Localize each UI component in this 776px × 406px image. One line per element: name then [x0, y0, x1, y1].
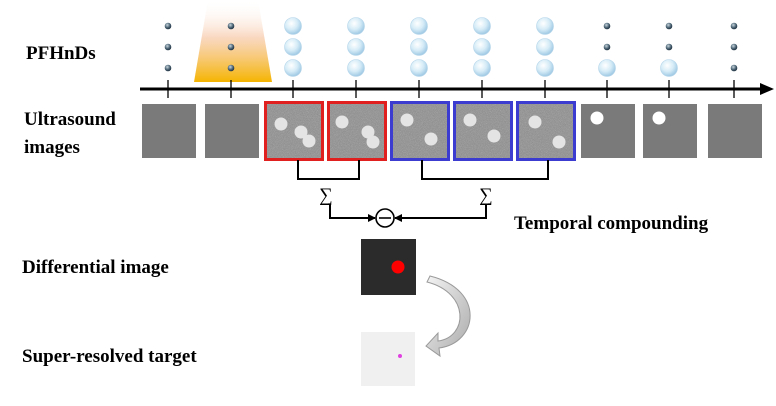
ultrasound-label-line2: images	[24, 137, 80, 158]
blue-group-bracket	[421, 160, 549, 180]
bubble-spot	[400, 113, 414, 127]
sum-left-symbol: ∑	[319, 185, 333, 206]
droplet-icon	[227, 43, 235, 51]
activation-beam	[194, 0, 272, 82]
super-resolved-image	[361, 332, 415, 386]
red-group-bracket	[297, 160, 360, 180]
pfhnds-label: PFHnDs	[26, 43, 96, 64]
bubble-spot	[274, 117, 288, 131]
bubble-spot	[552, 135, 566, 149]
bubble-icon	[410, 38, 428, 56]
curved-arrow-icon	[425, 275, 471, 358]
droplet-icon	[227, 22, 235, 30]
droplet-icon	[665, 22, 673, 30]
bubble-spot	[335, 115, 349, 129]
bubble-icon	[410, 17, 428, 35]
bubble-icon	[284, 17, 302, 35]
super-resolved-target-label: Super-resolved target	[22, 346, 197, 367]
bubble-icon	[284, 59, 302, 77]
ultrasound-frame	[643, 104, 697, 158]
timeline-arrow-head	[760, 83, 774, 95]
ultrasound-frame	[390, 101, 450, 161]
right-compound-arrow	[394, 204, 487, 222]
ultrasound-frame	[516, 101, 576, 161]
droplet-icon	[730, 64, 738, 72]
differential-dot	[391, 260, 405, 274]
bubble-icon	[536, 17, 554, 35]
bubble-icon	[473, 38, 491, 56]
droplet-icon	[603, 22, 611, 30]
bubble-spot	[463, 113, 477, 127]
bubble-icon	[410, 59, 428, 77]
bubble-spot	[361, 125, 375, 139]
timeline-ticks	[167, 80, 735, 98]
bubble-icon	[284, 38, 302, 56]
minus-circle-icon	[375, 208, 395, 228]
droplet-icon	[603, 43, 611, 51]
group-border	[453, 101, 513, 161]
ultrasound-frame	[327, 101, 387, 161]
bubble-spot	[528, 115, 542, 129]
sum-right-symbol: ∑	[479, 185, 493, 206]
droplet-icon	[730, 43, 738, 51]
droplet-icon	[164, 43, 172, 51]
ultrasound-frame	[708, 104, 762, 158]
bubble-icon	[598, 59, 616, 77]
bubble-icon	[536, 38, 554, 56]
group-border	[390, 101, 450, 161]
differential-image-label: Differential image	[22, 257, 169, 278]
droplet-icon	[227, 64, 235, 72]
bubble-spot	[424, 132, 438, 146]
ultrasound-frame	[264, 101, 324, 161]
ultrasound-frames	[142, 101, 762, 161]
bubble-icon	[536, 59, 554, 77]
bubble-icon	[660, 59, 678, 77]
ultrasound-frame	[581, 104, 635, 158]
group-border	[264, 101, 324, 161]
bubble-spot	[652, 111, 666, 125]
bubble-icon	[473, 17, 491, 35]
particle-column	[164, 17, 738, 77]
bubble-icon	[347, 17, 365, 35]
super-resolved-dot	[398, 354, 402, 358]
group-border	[516, 101, 576, 161]
bubble-icon	[347, 38, 365, 56]
bubble-spot	[294, 125, 308, 139]
ultrasound-frame	[205, 104, 259, 158]
ultrasound-frame	[142, 104, 196, 158]
ultrasound-label-line1: Ultrasound	[24, 109, 116, 130]
bubble-spot	[302, 134, 316, 148]
differential-image	[361, 239, 416, 295]
bubble-icon	[347, 59, 365, 77]
temporal-compounding-label: Temporal compounding	[514, 213, 709, 234]
droplet-icon	[730, 22, 738, 30]
bubble-spot	[487, 129, 501, 143]
droplet-icon	[665, 43, 673, 51]
droplet-icon	[164, 22, 172, 30]
ultrasound-frame	[453, 101, 513, 161]
droplet-icon	[164, 64, 172, 72]
left-compound-arrow	[329, 204, 376, 222]
bubble-icon	[473, 59, 491, 77]
bubble-spot	[590, 111, 604, 125]
bubble-spot	[366, 135, 380, 149]
group-border	[327, 101, 387, 161]
